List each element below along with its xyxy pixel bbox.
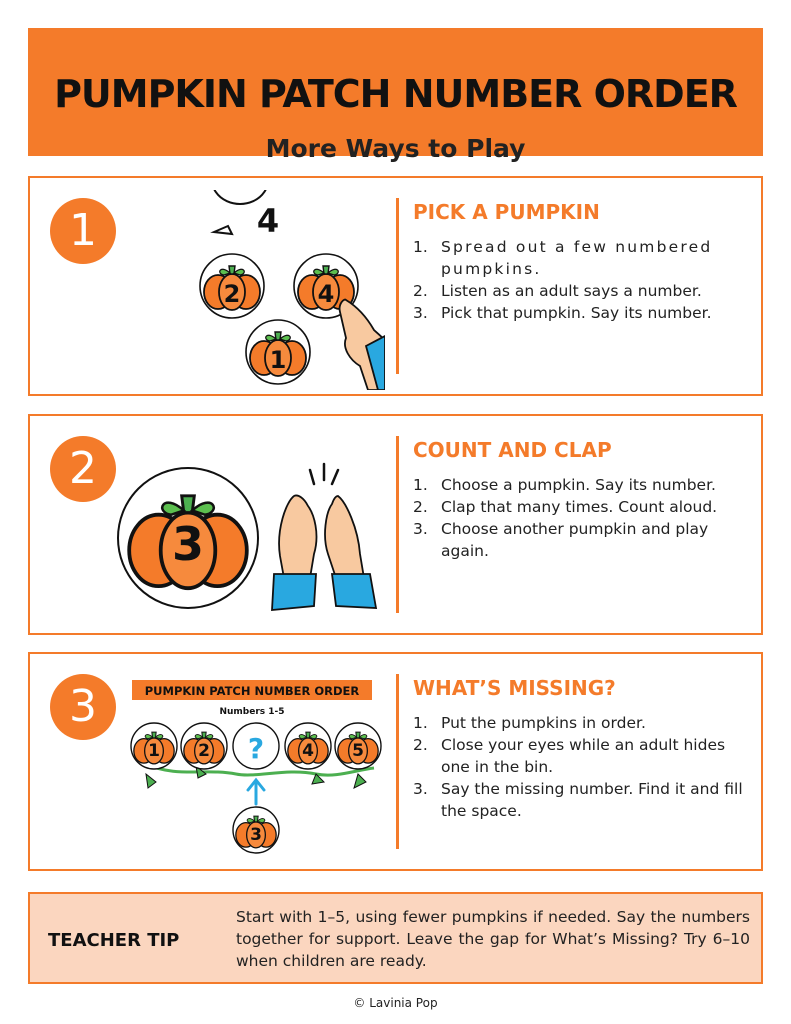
activity-card-1: 1 4 2 4 1 PICK A PUMPKIN 1.Spread out a … [28,176,763,396]
instruction-item: 2.Clap that many times. Count aloud. [413,498,718,516]
section-divider [396,674,399,849]
copyright-footer: © Lavinia Pop [353,996,438,1010]
pumpkin-number: 1 [270,346,287,374]
pumpkin-number: 2 [198,741,210,761]
title-banner: PUMPKIN PATCH NUMBER ORDER More Ways to … [28,28,763,163]
instruction-item: 3.Pick that pumpkin. Say its number. [413,304,712,322]
instruction-item: 3.Say the missing number. Find it and fi… [413,780,743,820]
instruction-item: 2.Listen as an adult says a number. [413,282,702,300]
pumpkin-number: 1 [148,741,160,761]
step-number-badge: 3 [50,674,116,740]
instruction-list: 1.Choose a pumpkin. Say its number. 2.Cl… [413,474,753,562]
teacher-tip-text: Start with 1–5, using fewer pumpkins if … [236,908,750,970]
activity-title: WHAT’S MISSING? [413,676,616,700]
pumpkin-number: 5 [352,741,364,761]
instruction-item: 1.Spread out a few numbered pumpkins. [413,238,713,278]
missing-question-mark: ? [248,732,264,765]
teacher-tip-box: TEACHER TIP Start with 1–5, using fewer … [28,892,763,984]
mini-banner-subtitle: Numbers 1-5 [219,707,284,717]
pumpkin-number: 4 [302,741,314,761]
step-number-badge: 1 [50,198,116,264]
instruction-list: 1.Put the pumpkins in order. 2.Close you… [413,712,753,822]
pumpkin-number: 2 [224,280,241,308]
activity-title: PICK A PUMPKIN [413,200,600,224]
count-and-clap-illustration: 3 [117,462,378,611]
pumpkin-row: 1 2 ? 4 5 [130,722,382,770]
section-divider [396,436,399,613]
section-divider [396,198,399,374]
pumpkin-number: 3 [172,517,204,571]
page-title: PUMPKIN PATCH NUMBER ORDER [54,72,738,116]
speech-bubble-number: 4 [257,202,279,240]
mini-banner-title: PUMPKIN PATCH NUMBER ORDER [145,684,360,698]
activity-card-3: 3 PUMPKIN PATCH NUMBER ORDER Numbers 1-5… [28,652,763,871]
instruction-item: 1.Put the pumpkins in order. [413,714,646,732]
whats-missing-illustration: PUMPKIN PATCH NUMBER ORDER Numbers 1-5 1… [130,680,382,854]
pumpkin-number: 4 [318,280,335,308]
step-number-badge: 2 [50,436,116,502]
instruction-item: 2.Close your eyes while an adult hides o… [413,736,726,776]
missing-pumpkin-number: 3 [250,825,262,845]
teacher-tip-label: TEACHER TIP [48,930,180,951]
activity-title: COUNT AND CLAP [413,438,612,462]
instruction-item: 1.Choose a pumpkin. Say its number. [413,476,716,494]
activity-card-2: 2 3 COUNT AND CLAP 1.Choose a pumpkin. S… [28,414,763,635]
instruction-list: 1.Spread out a few numbered pumpkins. 2.… [413,236,753,324]
page-subtitle: More Ways to Play [265,134,526,163]
pick-a-pumpkin-illustration: 4 2 4 1 [199,190,385,390]
instruction-item: 3.Choose another pumpkin and play again. [413,520,709,560]
